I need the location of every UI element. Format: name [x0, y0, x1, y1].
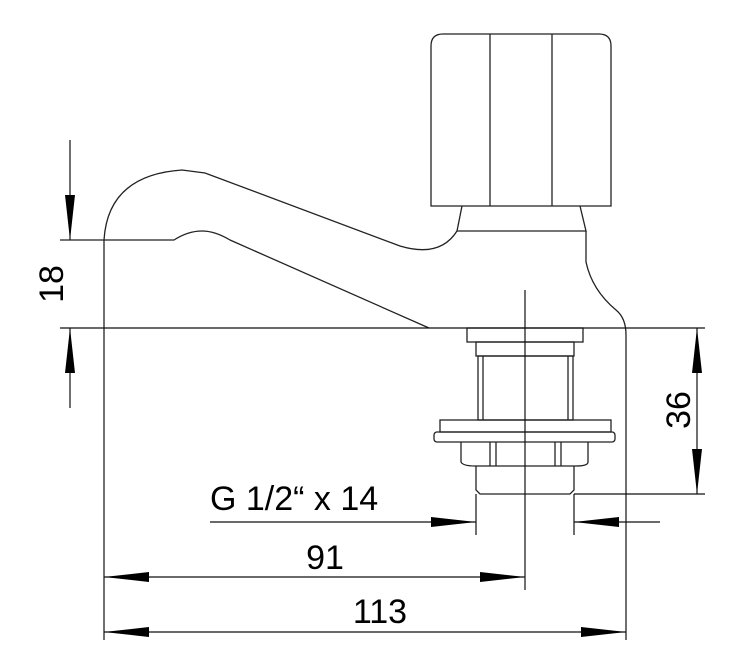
dimension-spout-height: 18 — [33, 140, 75, 408]
extension-lines — [60, 240, 705, 640]
dimension-overall-length: 113 — [104, 593, 626, 637]
dimension-label-36: 36 — [660, 391, 698, 429]
dimension-label-113: 113 — [353, 593, 407, 631]
dimension-thread: G 1/2“ x 14 — [210, 480, 660, 527]
dimension-label-thread: G 1/2“ x 14 — [210, 480, 378, 518]
dimension-shank-length: 36 — [660, 328, 702, 494]
handle-neck — [456, 205, 587, 232]
dimension-spout-reach: 91 — [104, 539, 525, 582]
handle-knob — [430, 33, 612, 207]
dimension-label-91: 91 — [306, 539, 344, 577]
dimension-label-18: 18 — [33, 265, 71, 303]
